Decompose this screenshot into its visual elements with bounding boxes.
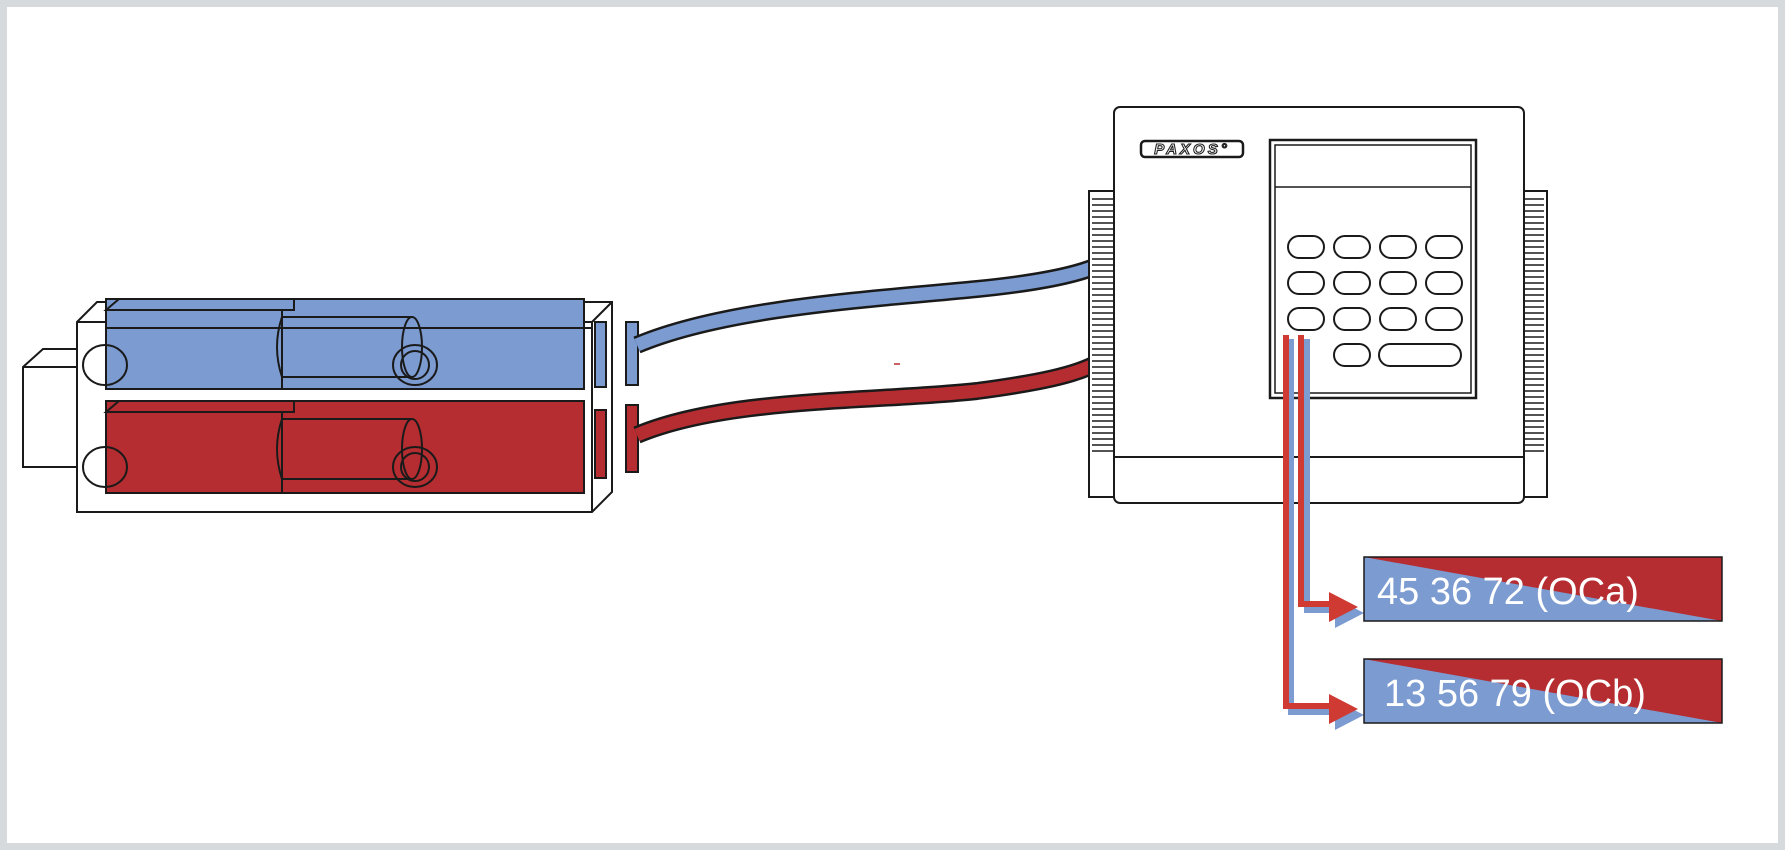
keypad-key-11: [1379, 307, 1417, 331]
brand-text: PAXOS°: [1154, 141, 1229, 158]
code-label-b: 13 56 79 (OCb): [1363, 658, 1723, 724]
keypad-key-9: [1287, 307, 1325, 331]
code-label-b-text: 13 56 79 (OCb): [1384, 673, 1646, 715]
paxos-controller: PAXOS°: [1088, 106, 1548, 504]
access-control-diagram: PAXOS° 45 36 72 (OCa): [22, 106, 1723, 730]
keypad-key-4: [1425, 235, 1463, 259]
keypad-key-6: [1333, 271, 1371, 295]
double-cylinder-lock: [22, 298, 639, 513]
diagram-frame: PAXOS° 45 36 72 (OCa): [7, 7, 1778, 843]
brand-logo: PAXOS°: [1139, 139, 1245, 159]
arrow-to-label-a: [1329, 592, 1358, 622]
code-label-a: 45 36 72 (OCa): [1363, 556, 1723, 622]
keypad-key-5: [1287, 271, 1325, 295]
keypad-key-8: [1425, 271, 1463, 295]
blue-lock-cylinder: [82, 298, 592, 390]
keypad-key-13: [1333, 343, 1371, 367]
keypad-key-2: [1333, 235, 1371, 259]
keypad-key-7: [1379, 271, 1417, 295]
keypad-key-3: [1379, 235, 1417, 259]
keypad-key-1: [1287, 235, 1325, 259]
keypad-key-10: [1333, 307, 1371, 331]
code-label-a-text: 45 36 72 (OCa): [1377, 571, 1639, 613]
cables: [633, 256, 1104, 444]
output-wires: [1283, 335, 1364, 730]
arrow-to-label-b: [1329, 694, 1358, 724]
red-lock-cylinder: [82, 400, 585, 494]
keypad-key-12: [1425, 307, 1463, 331]
keypad-key-14: [1378, 343, 1462, 367]
left-grille: [1088, 190, 1118, 498]
